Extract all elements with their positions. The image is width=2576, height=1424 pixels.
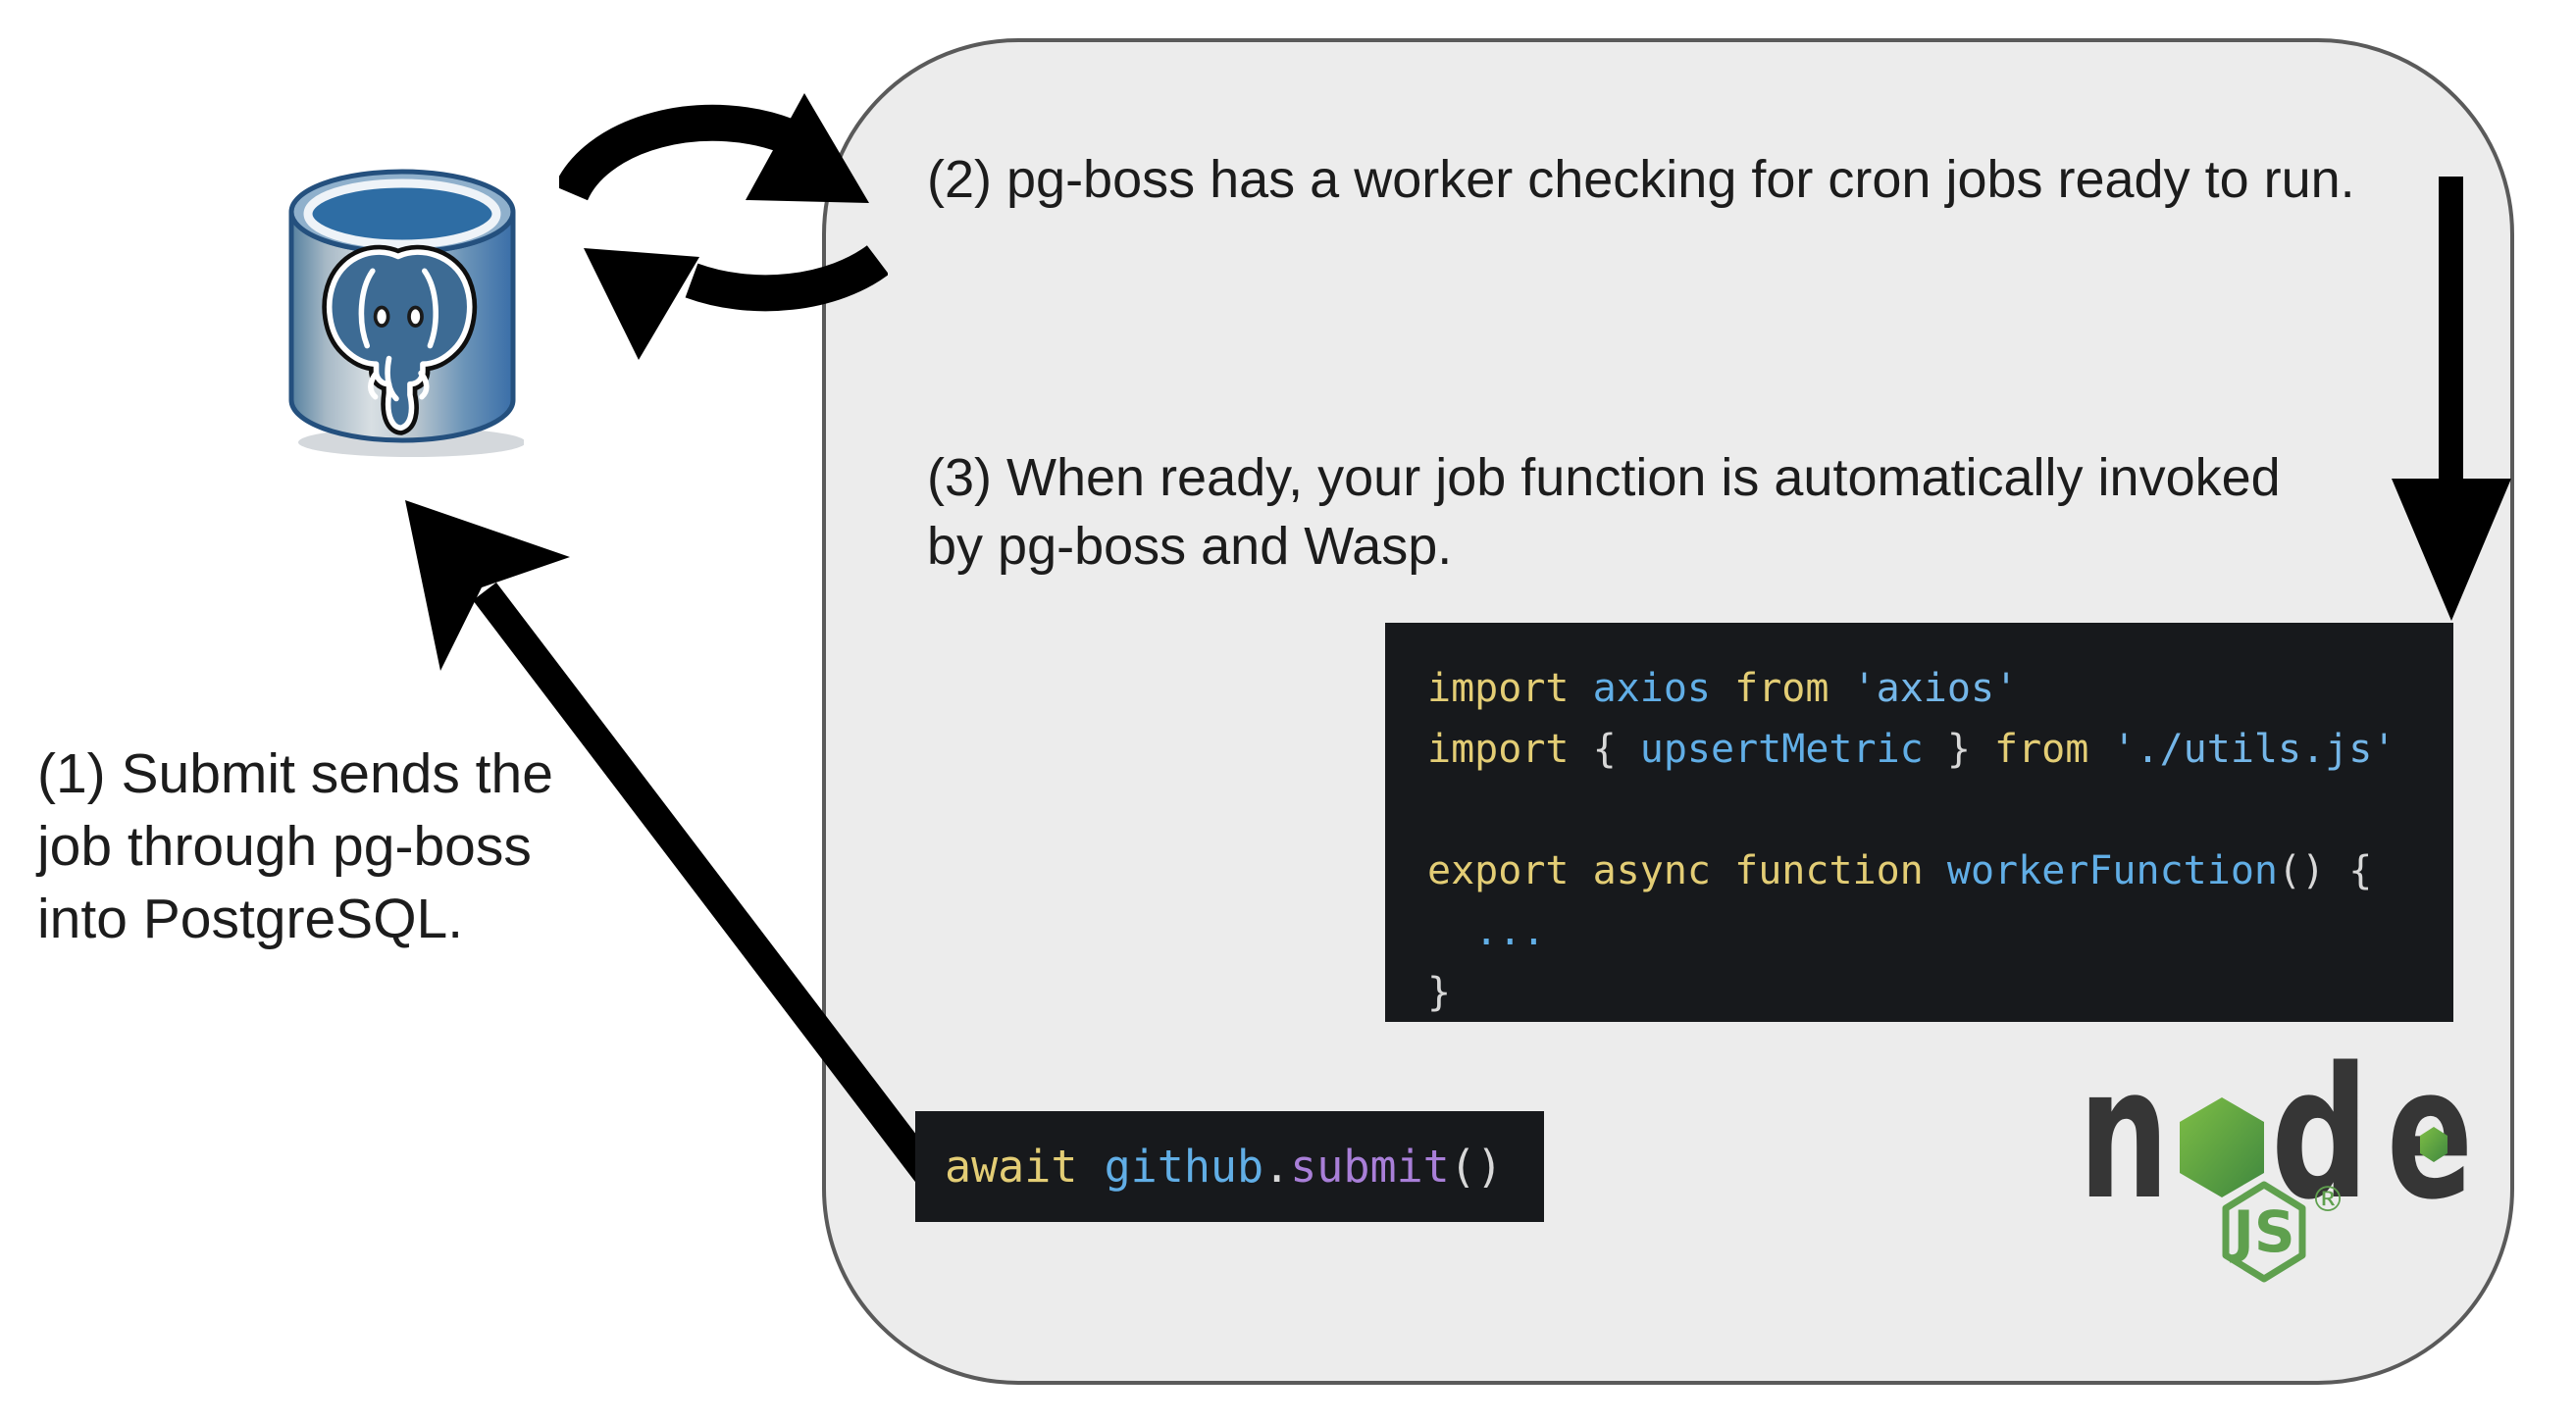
cycle-arrows-icon (559, 93, 888, 360)
step3-line: by pg-boss and Wasp. (927, 517, 1453, 576)
node-wordmark: n d e (2079, 1035, 2473, 1240)
step3-text: (3) When ready, your job function is aut… (927, 443, 2281, 581)
node-hexagon-e-dot-icon (2420, 1127, 2447, 1162)
node-letter-d: d (2271, 1035, 2369, 1240)
step2-line: (2) pg-boss has a worker checking for cr… (927, 150, 2355, 209)
step1-line: into PostgreSQL. (37, 888, 464, 950)
worker-code-block: import axios from 'axios'import { upsert… (1385, 623, 2453, 1022)
node-registered-mark: ® (2310, 1180, 2345, 1220)
cylinder-top (303, 178, 501, 249)
node-hexagon-o-icon (2180, 1097, 2264, 1197)
node-js-hexagon-icon (2222, 1181, 2306, 1283)
node-js-label: JS (2229, 1198, 2294, 1265)
step2-text: (2) pg-boss has a worker checking for cr… (927, 145, 2355, 214)
submit-code-block: await github.submit() (915, 1111, 1544, 1222)
nodejs-logo: n d e JS ® (2079, 1035, 2473, 1283)
step3-line: (3) When ready, your job function is aut… (927, 448, 2281, 507)
step1-line: job through pg-boss (37, 815, 532, 878)
postgresql-database-icon (288, 169, 524, 457)
step1-text: (1) Submit sends the job through pg-boss… (37, 737, 553, 955)
submit-to-postgres-arrow-icon (405, 500, 942, 1187)
step1-line: (1) Submit sends the (37, 742, 553, 805)
down-arrow-icon (2392, 177, 2511, 621)
elephant-head (322, 244, 478, 435)
node-letter-n: n (2079, 1035, 2169, 1240)
